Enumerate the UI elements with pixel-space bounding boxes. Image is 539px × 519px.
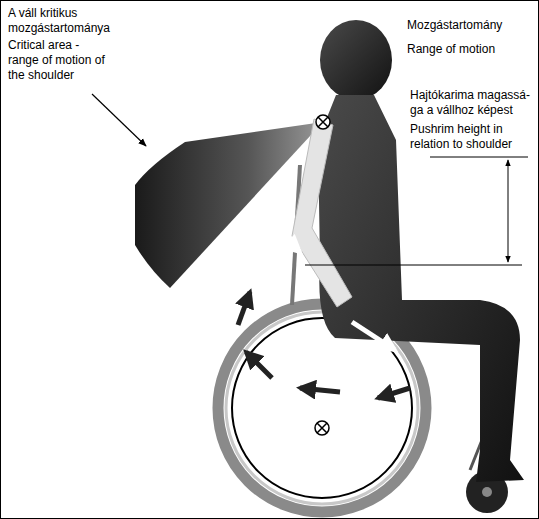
height-dimension: [305, 157, 528, 265]
axle-symbol: [315, 421, 329, 435]
annotation-label: A váll kritikus mozgástartománya: [8, 6, 126, 36]
caster-hub: [482, 487, 492, 497]
annotation-label: Pushrim height in relation to shoulder: [410, 122, 534, 152]
arm: [292, 119, 352, 307]
annotation-label: Critical area - range of motion of the s…: [8, 38, 108, 83]
motion-arrows: [238, 218, 410, 398]
annotation-label: Hajtókarima magassá- ga a vállhoz képest: [410, 88, 536, 118]
shoulder-joint-symbol: [316, 115, 330, 129]
annotation-label: Range of motion: [407, 42, 532, 57]
leader-arrow: [92, 94, 146, 146]
annotation-label: Mozgástartomány: [407, 18, 532, 33]
